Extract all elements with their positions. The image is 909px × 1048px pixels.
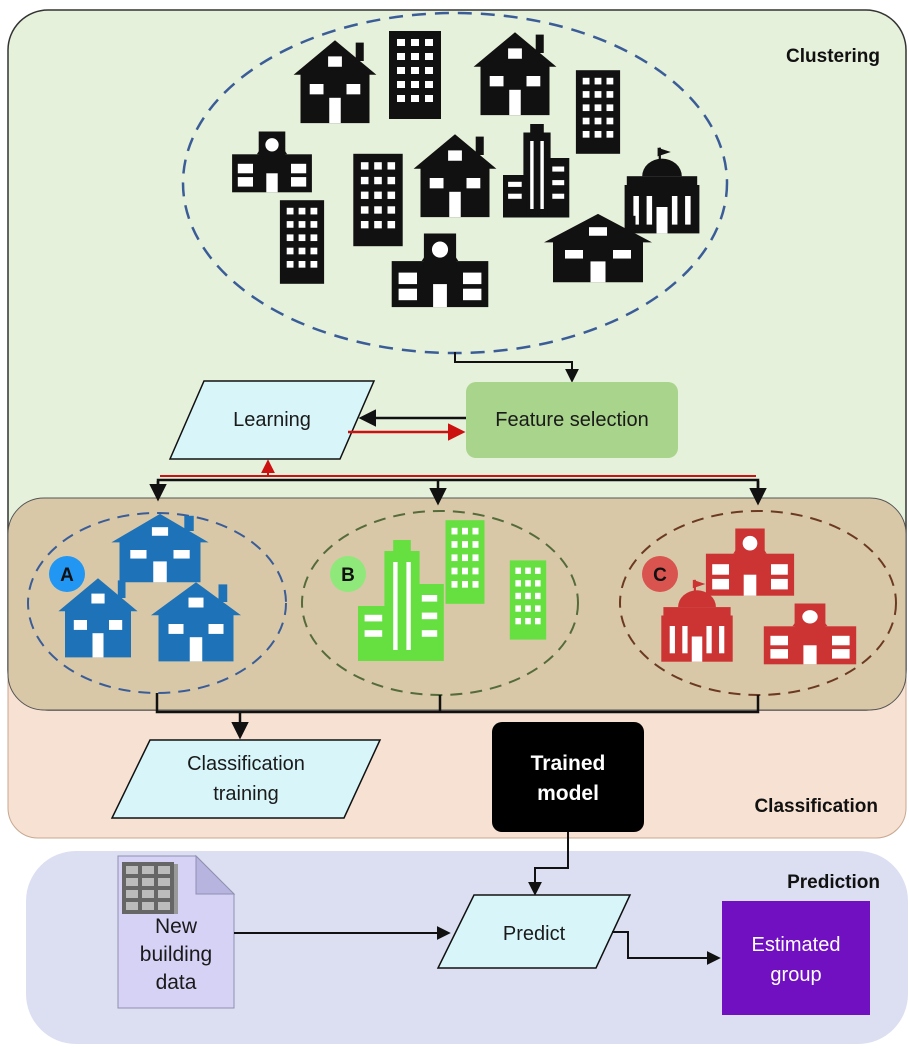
cluster-a-badge: A: [60, 565, 74, 586]
classification-training-label-2: training: [213, 783, 279, 805]
cluster-a: A: [27, 512, 287, 694]
predict-label: Predict: [503, 923, 566, 945]
new-building-data-label-3: data: [156, 971, 197, 994]
trained-model-node: Trained model: [492, 722, 644, 832]
trained-model-label-1: Trained: [531, 752, 606, 775]
new-building-data-doc: New building data: [117, 854, 236, 1009]
classification-training-label-1: Classification: [187, 753, 305, 775]
prediction-title: Prediction: [787, 872, 880, 893]
predict-node: Predict: [436, 894, 632, 969]
classification-title: Classification: [754, 796, 878, 817]
trained-model-label-2: model: [537, 782, 599, 805]
clustering-title: Clustering: [786, 46, 880, 67]
cluster-c-badge: C: [653, 565, 667, 586]
arrow-model-to-predict: [528, 832, 569, 896]
arrow-cloud-to-features: [454, 352, 579, 383]
collect-arrows: [155, 693, 760, 740]
feature-selection-label: Feature selection: [495, 409, 648, 431]
arrow-predict-to-group: [612, 931, 721, 965]
table-icon: [122, 862, 178, 914]
learning-node: Learning: [168, 380, 376, 460]
new-building-data-label-2: building: [140, 943, 212, 966]
estimated-group-label-1: Estimated: [752, 934, 841, 956]
distribution-arrows: [149, 459, 767, 506]
estimated-group-label-2: group: [770, 964, 821, 986]
new-building-data-label-1: New: [155, 915, 198, 938]
classification-training-node: Classification training: [110, 739, 382, 819]
feature-selection-node: Feature selection: [466, 382, 678, 458]
learning-label: Learning: [233, 409, 311, 431]
cluster-b-badge: B: [341, 565, 355, 586]
estimated-group-node: Estimated group: [722, 901, 870, 1015]
